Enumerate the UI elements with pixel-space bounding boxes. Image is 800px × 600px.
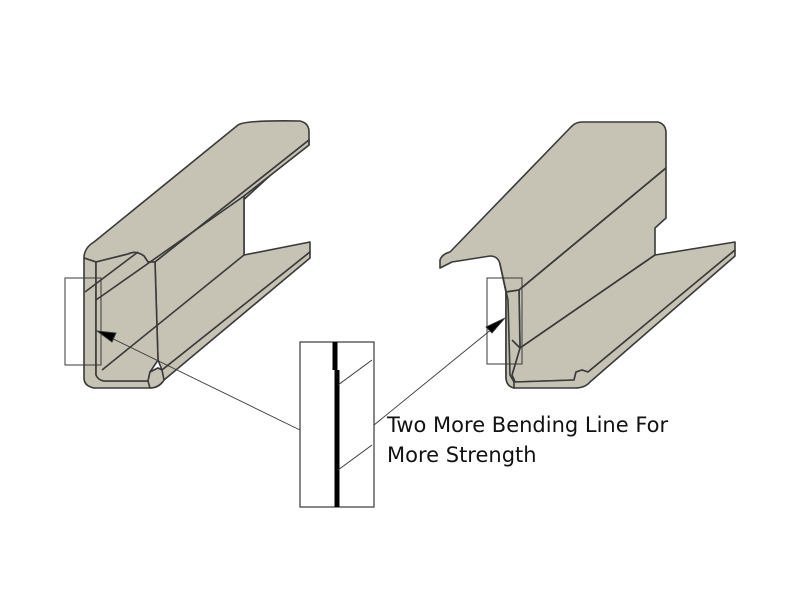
- arrowhead-left: [95, 330, 117, 343]
- left-inner-face: [154, 139, 311, 371]
- zoom-bend-lower: [337, 444, 373, 471]
- left-channel: [83, 120, 311, 389]
- leader-lines: [95, 317, 506, 431]
- annotation-line-2: More Strength: [387, 443, 537, 467]
- left-detail-frame: [64, 277, 102, 366]
- right-bend-line-upper: [518, 167, 667, 291]
- right-channel: [439, 121, 736, 389]
- left-bottom-lip: [147, 367, 165, 389]
- left-web-face: [95, 251, 159, 382]
- zoom-bend-upper: [337, 359, 373, 386]
- right-detail-frame: [486, 277, 523, 365]
- right-web-face: [499, 263, 515, 389]
- zoom-detail: [299, 341, 375, 508]
- annotation-text: Two More Bending Line For More Strength: [387, 410, 767, 470]
- right-bend-line-lower: [519, 254, 656, 349]
- annotation-line-1: Two More Bending Line For: [387, 413, 669, 437]
- arrowhead-right: [485, 317, 506, 334]
- right-top-flange: [439, 121, 667, 293]
- leader-left-to-zoom: [98, 331, 301, 431]
- left-inner-bend: [84, 251, 139, 293]
- leader-right-to-zoom: [373, 319, 504, 426]
- left-bend-line: [95, 195, 245, 371]
- right-step-line: [505, 289, 521, 349]
